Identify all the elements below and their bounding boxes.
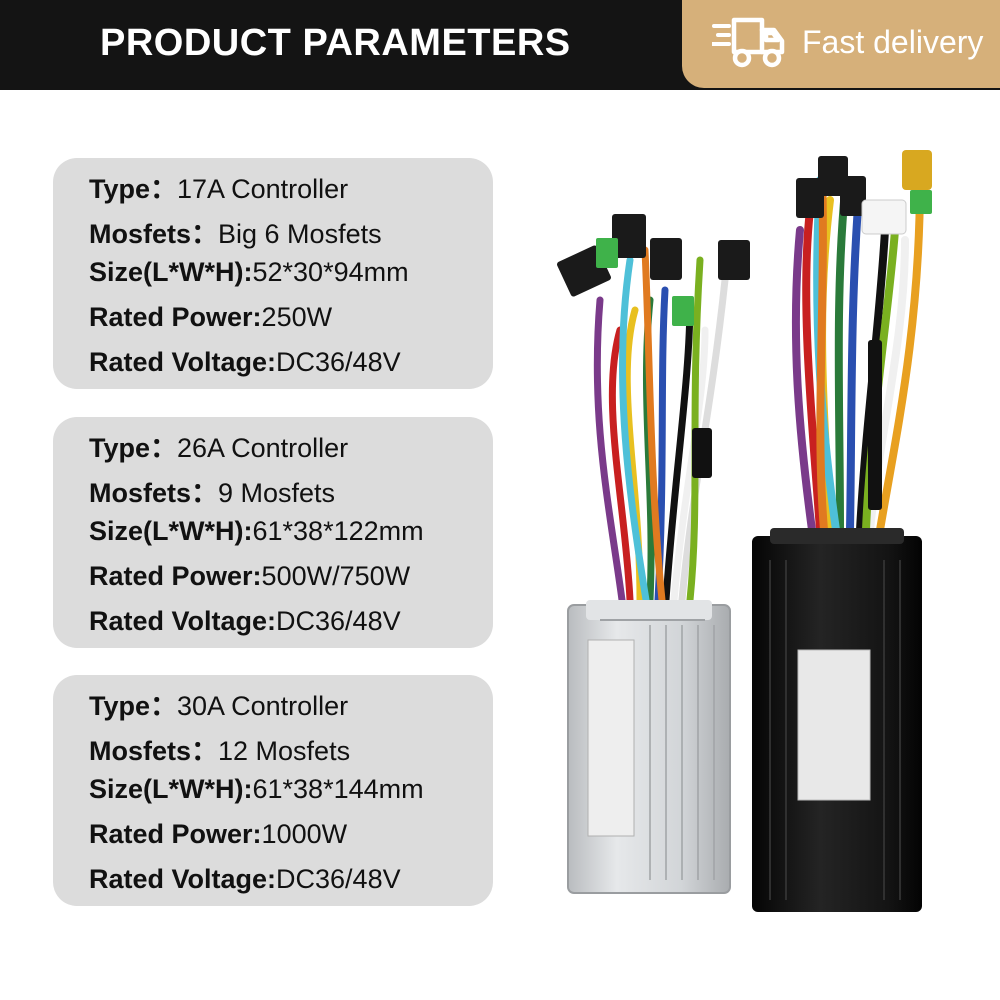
spec-mosfets-value: 9 Mosfets: [218, 478, 336, 508]
spec-card-17a: Type：17A Controller Mosfets：Big 6 Mosfet…: [53, 158, 493, 389]
spec-voltage-value: DC36/48V: [276, 864, 401, 894]
spec-type: Type：17A Controller: [89, 167, 349, 204]
spec-power: Rated Power:500W/750W: [89, 561, 410, 597]
spec-power: Rated Power:250W: [89, 302, 332, 338]
spec-power-value: 1000W: [261, 819, 348, 849]
spec-type-value: 26A Controller: [177, 433, 349, 463]
spec-type: Type：26A Controller: [89, 426, 349, 463]
spec-card-30a: Type：30A Controller Mosfets：12 Mosfets S…: [53, 675, 493, 906]
spec-mosfets-label: Mosfets：: [89, 219, 219, 249]
spec-type: Type：30A Controller: [89, 684, 349, 721]
delivery-truck-icon: [712, 17, 785, 68]
silver-controller-wires: [593, 246, 729, 604]
spec-power-label: Rated Power:: [89, 819, 262, 849]
fast-delivery-badge: Fast delivery: [682, 0, 1000, 88]
spec-mosfets: Mosfets：9 Mosfets: [89, 471, 336, 508]
spec-type-label: Type：: [89, 691, 178, 721]
spec-voltage-label: Rated Voltage:: [89, 347, 277, 377]
spec-size: Size(L*W*H):52*30*94mm: [89, 257, 409, 293]
spec-size: Size(L*W*H):61*38*122mm: [89, 516, 424, 552]
spec-voltage-label: Rated Voltage:: [89, 864, 277, 894]
controllers-product-photo: [557, 150, 932, 912]
spec-power-value: 500W/750W: [261, 561, 411, 591]
spec-size-label: Size(L*W*H):: [89, 774, 253, 804]
spec-voltage-value: DC36/48V: [276, 606, 401, 636]
spec-power: Rated Power:1000W: [89, 819, 347, 855]
header-bar: PRODUCT PARAMETERS Fast delivery: [0, 0, 1000, 90]
silver-controller-connectors: [557, 214, 750, 478]
page-title: PRODUCT PARAMETERS: [100, 22, 571, 64]
spec-voltage-label: Rated Voltage:: [89, 606, 277, 636]
spec-type-label: Type：: [89, 174, 178, 204]
spec-type-label: Type：: [89, 433, 178, 463]
spec-size-label: Size(L*W*H):: [89, 257, 253, 287]
spec-type-value: 17A Controller: [177, 174, 349, 204]
spec-voltage: Rated Voltage:DC36/48V: [89, 864, 401, 900]
silver-controller-body: [567, 600, 731, 894]
spec-size-value: 61*38*122mm: [252, 516, 424, 546]
black-controller-connectors: [796, 150, 932, 510]
spec-power-label: Rated Power:: [89, 561, 262, 591]
spec-size: Size(L*W*H):61*38*144mm: [89, 774, 424, 810]
spec-mosfets-label: Mosfets：: [89, 478, 219, 508]
fast-delivery-text: Fast delivery: [802, 24, 984, 60]
spec-size-label: Size(L*W*H):: [89, 516, 253, 546]
spec-card-26a: Type：26A Controller Mosfets：9 Mosfets Si…: [53, 417, 493, 648]
spec-voltage: Rated Voltage:DC36/48V: [89, 347, 401, 383]
black-controller-wires: [791, 166, 924, 534]
spec-size-value: 52*30*94mm: [252, 257, 409, 287]
spec-type-value: 30A Controller: [177, 691, 349, 721]
spec-voltage: Rated Voltage:DC36/48V: [89, 606, 401, 642]
spec-power-label: Rated Power:: [89, 302, 262, 332]
spec-mosfets: Mosfets：Big 6 Mosfets: [89, 212, 382, 249]
spec-size-value: 61*38*144mm: [252, 774, 424, 804]
spec-mosfets: Mosfets：12 Mosfets: [89, 729, 351, 766]
black-controller-body: [752, 528, 922, 912]
spec-mosfets-label: Mosfets：: [89, 736, 219, 766]
spec-mosfets-value: 12 Mosfets: [218, 736, 351, 766]
spec-power-value: 250W: [261, 302, 333, 332]
spec-mosfets-value: Big 6 Mosfets: [218, 219, 382, 249]
spec-voltage-value: DC36/48V: [276, 347, 401, 377]
